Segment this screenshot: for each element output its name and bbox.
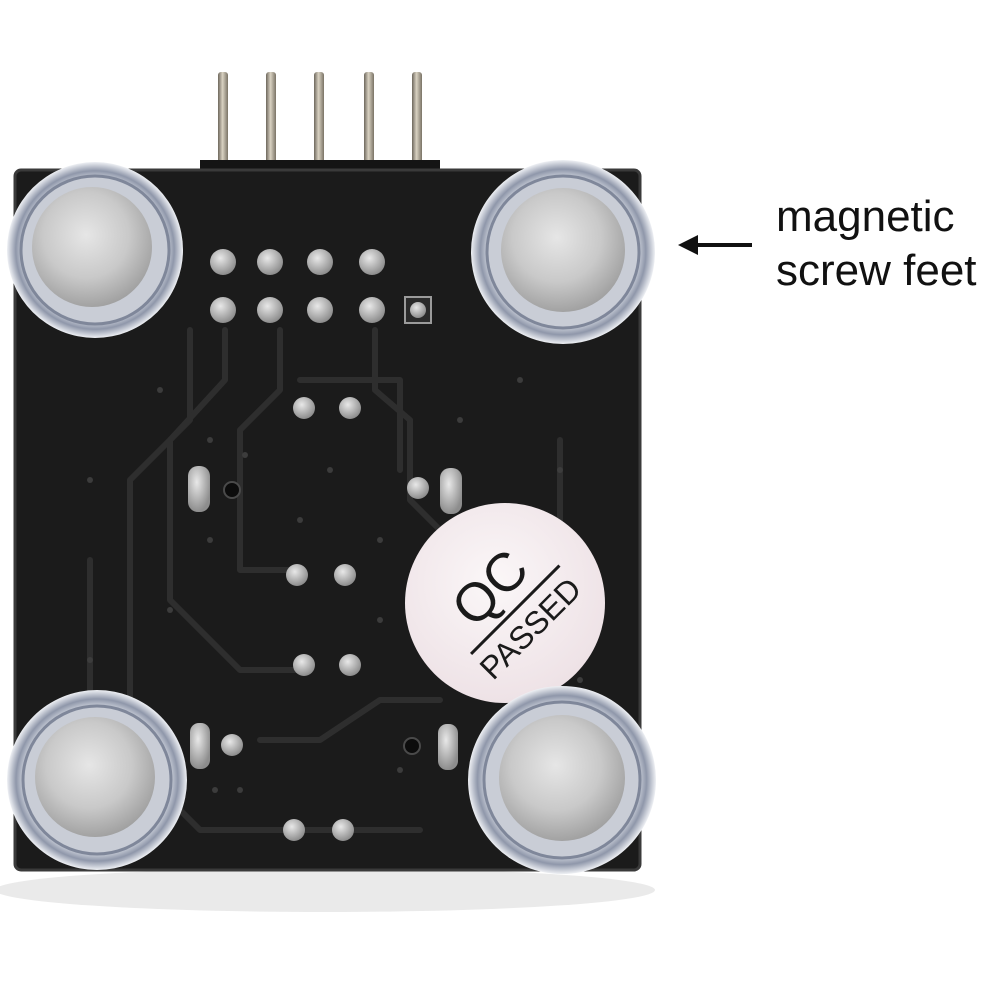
board-shadow [0, 868, 655, 912]
magnetic-foot-top-right [471, 160, 655, 344]
callout-label: magnetic screw feet [676, 190, 996, 310]
holes [223, 481, 421, 755]
callout-line-1: magnetic [776, 192, 955, 241]
header-pins [200, 72, 440, 176]
pin-header-2x5 [210, 249, 432, 324]
magnetic-foot-bottom-left [7, 690, 187, 870]
magnetic-foot-bottom-right [468, 686, 656, 874]
magnetic-foot-top-left [7, 162, 183, 338]
qc-passed-sticker: QC PASSED [405, 503, 605, 703]
left-arrow-icon [678, 235, 752, 255]
solder-pads [188, 397, 462, 841]
pcb-vias [87, 377, 583, 793]
callout-line-2: screw feet [776, 246, 977, 295]
callout-text: magnetic screw feet [776, 190, 977, 298]
